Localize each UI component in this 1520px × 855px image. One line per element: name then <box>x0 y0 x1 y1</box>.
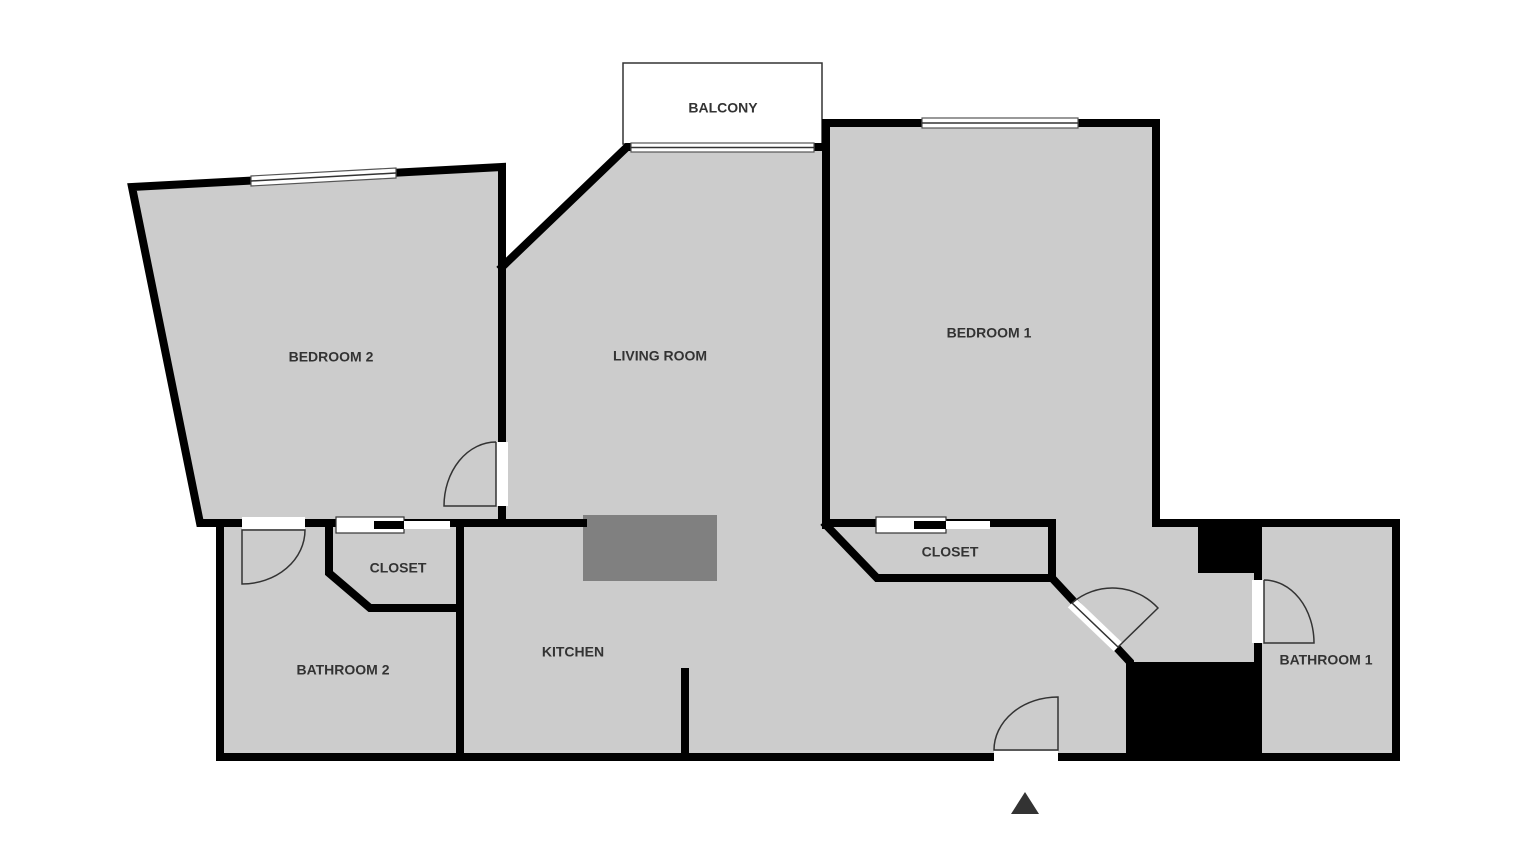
bedroom-2-label: BEDROOM 2 <box>289 349 374 365</box>
closet-right-label: CLOSET <box>922 544 979 560</box>
bedroom-2-window-line <box>250 172 397 182</box>
entrance-arrow-icon <box>1011 792 1039 814</box>
bedroom-1-label: BEDROOM 1 <box>947 325 1032 341</box>
entrance-door[interactable] <box>993 696 1059 751</box>
utility-shaft-lower <box>1132 662 1260 757</box>
closet-left-floor <box>329 525 460 608</box>
bedroom-2-door[interactable] <box>443 441 497 507</box>
bedroom-1-wall <box>822 119 1400 761</box>
utility-shaft-upper <box>1198 523 1260 573</box>
closet-right-door-b-inner <box>946 521 990 529</box>
living-room-label: LIVING ROOM <box>613 348 707 364</box>
bathroom-1-floor <box>1258 523 1396 757</box>
balcony-label: BALCONY <box>688 100 758 116</box>
bedroom-2-floor <box>132 167 502 523</box>
kitchen-label: KITCHEN <box>542 644 604 660</box>
bathroom-1-label: BATHROOM 1 <box>1279 652 1372 668</box>
hall-door[interactable] <box>1071 587 1160 649</box>
bathroom-2-door[interactable] <box>241 529 306 585</box>
closet-left-door-b-inner <box>404 521 450 529</box>
bathroom-1-door[interactable] <box>1263 579 1315 644</box>
balcony-area <box>622 62 823 145</box>
closet-right-floor <box>828 525 1052 578</box>
bathroom-2-label: BATHROOM 2 <box>296 662 389 678</box>
bedroom-1-floor <box>826 123 1156 525</box>
kitchen-island <box>583 515 717 581</box>
closet-left-label: CLOSET <box>370 560 427 576</box>
closet-left-wall <box>325 519 464 612</box>
